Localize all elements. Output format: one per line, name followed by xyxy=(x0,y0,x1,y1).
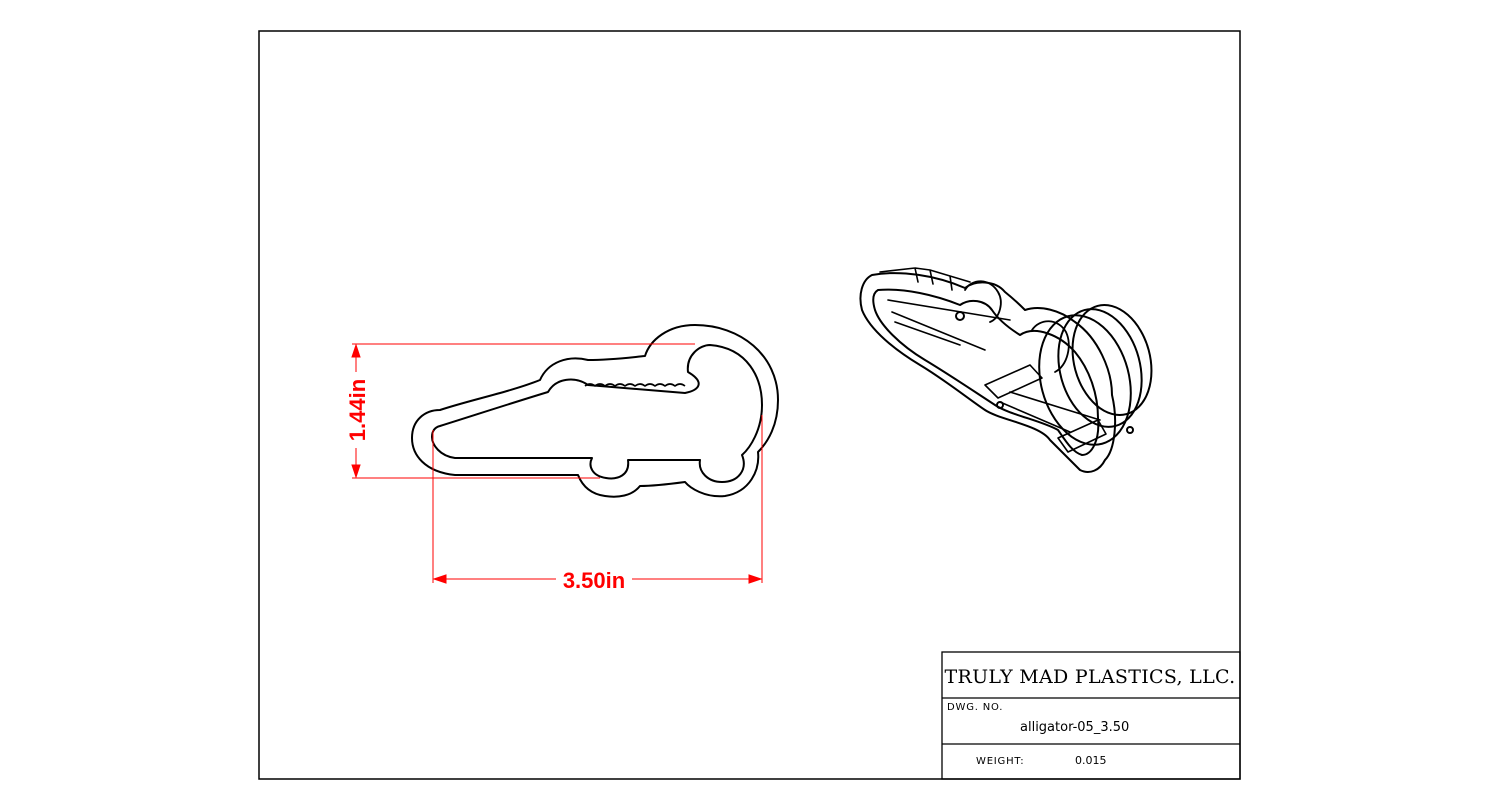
title-block xyxy=(941,651,1241,780)
iso-head-ring-3 xyxy=(1038,314,1132,446)
ridge-line xyxy=(584,383,686,387)
weight-value: 0.015 xyxy=(1075,754,1107,767)
width-arrow-left xyxy=(432,574,447,584)
iso-cross-plate-1 xyxy=(984,364,1043,399)
height-arrow-top xyxy=(351,343,361,358)
height-dimension-label: 1.44in xyxy=(345,379,370,441)
company-name: TRULY MAD PLASTICS, LLC. xyxy=(944,666,1235,688)
sheet-border xyxy=(258,30,1241,780)
iso-pin-3 xyxy=(1126,426,1134,434)
dwg-no-value: alligator-05_3.50 xyxy=(1020,720,1129,735)
outer-outline xyxy=(411,324,779,498)
dwg-no-label: DWG. NO. xyxy=(947,702,1003,713)
iso-pin-1 xyxy=(955,311,965,321)
iso-back-edge xyxy=(879,267,971,291)
iso-outer-rim xyxy=(859,272,1117,473)
alligator-top-view xyxy=(411,324,779,498)
weight-label: WEIGHT: xyxy=(976,756,1024,767)
height-arrow-bottom xyxy=(351,464,361,479)
iso-inner-wall xyxy=(887,299,1101,433)
iso-cross-plate-2 xyxy=(1057,419,1107,453)
iso-leg-bump-2 xyxy=(1031,320,1070,373)
dimension-lines xyxy=(351,343,763,584)
width-dimension-label: 3.50in xyxy=(563,568,625,593)
inner-outline xyxy=(431,344,763,483)
iso-head-ring-2 xyxy=(1057,308,1143,428)
iso-pin-2 xyxy=(996,401,1004,409)
alligator-isometric-view xyxy=(859,267,1153,473)
width-arrow-right xyxy=(748,574,763,584)
iso-leg-bump-1 xyxy=(964,280,1002,323)
iso-head-ring-1 xyxy=(1071,304,1153,416)
title-block-frame xyxy=(941,651,1241,780)
